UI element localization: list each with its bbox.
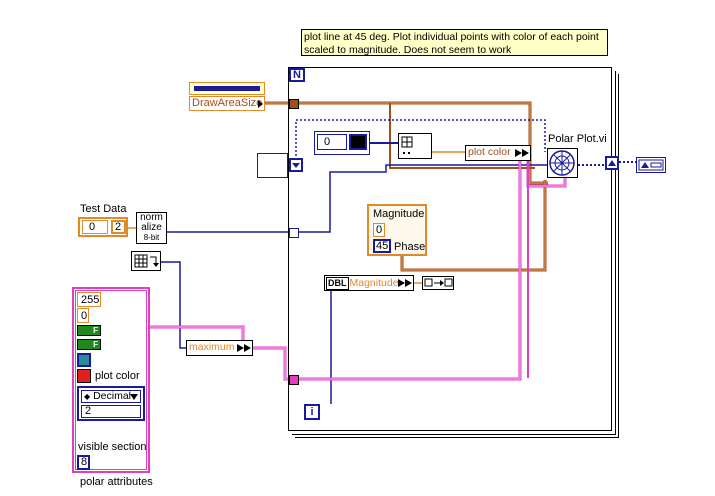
transpose-icon xyxy=(134,254,159,268)
build-array-node[interactable] xyxy=(398,133,432,159)
empty-control[interactable] xyxy=(257,153,288,178)
polar-attr-value-1-text: 255 xyxy=(81,294,100,306)
polar-attr-bool-2-text: F xyxy=(93,340,98,349)
draw-area-size-constant[interactable]: DrawAreaSize xyxy=(189,82,265,112)
polar-plot-icon xyxy=(549,150,575,176)
test-data-value: 2 xyxy=(115,221,122,233)
normalize-8bit-vi[interactable]: norm alize 8-bit xyxy=(136,212,167,244)
right-arrow-icon xyxy=(258,100,263,108)
comment-line-2: scaled to magnitude. Does not seem to wo… xyxy=(304,44,512,56)
picture-indicator-icon xyxy=(638,159,664,171)
magnitude-cluster-title: Magnitude xyxy=(373,208,425,220)
draw-area-bar xyxy=(189,82,265,95)
loop-count-terminal[interactable]: N xyxy=(289,68,305,82)
tunnel-down-arrow-icon xyxy=(292,163,300,168)
normalize-line-3: 8-bit xyxy=(143,233,160,242)
wire-transpose xyxy=(160,261,186,349)
tunnel-draw-area[interactable] xyxy=(289,99,299,109)
polar-attr-color-swatch-teal[interactable] xyxy=(77,353,91,367)
build-array-icon xyxy=(401,136,413,154)
precision-value: 2 xyxy=(85,405,92,417)
diagram-comment: plot line at 45 deg. Plot individual poi… xyxy=(301,29,608,56)
test-data-label: Test Data xyxy=(80,203,127,215)
visible-section-label: visible section xyxy=(78,441,147,453)
wire-draw-area-branch xyxy=(389,103,535,169)
tunnel-normalize[interactable] xyxy=(289,228,299,238)
draw-area-size-label: DrawAreaSize xyxy=(192,97,263,109)
transpose-array-node[interactable] xyxy=(131,251,161,271)
normalize-line-1: norm xyxy=(140,212,163,223)
format-value: Decimal xyxy=(93,390,132,402)
visible-section-value: 8 xyxy=(81,456,88,468)
array-constant[interactable]: 0 xyxy=(314,131,370,155)
unbundle-magnitude-label: Magnitude xyxy=(349,277,399,289)
bundle-arrow-icon xyxy=(515,149,529,157)
polar-attributes-caption: polar attributes xyxy=(80,476,153,488)
dbl-type-tag: DBL xyxy=(326,277,349,290)
bundle-plot-color-label: plot color xyxy=(468,146,511,158)
test-data-index[interactable]: 0 xyxy=(82,220,108,234)
polar-attr-value-2-text: 0 xyxy=(81,310,88,322)
unbundle-magnitude-arrow-icon xyxy=(398,279,412,287)
visible-section-field[interactable]: 8 xyxy=(77,455,90,470)
magnitude-phase-cluster[interactable]: Magnitude 0 45 Phase xyxy=(367,204,427,256)
draw-area-bar-fill xyxy=(194,86,260,91)
wire-normalize xyxy=(167,164,550,233)
normalize-line-2: alize xyxy=(141,222,162,233)
chevron-down-icon xyxy=(130,394,138,400)
unbundle-maximum-label: maximum xyxy=(189,341,235,353)
phase-value: 45 xyxy=(376,240,389,252)
array-element xyxy=(349,134,367,150)
polar-attr-bool-1[interactable]: F xyxy=(77,325,101,336)
tunnel-up-arrow-icon xyxy=(608,160,616,166)
number-to-color-node[interactable] xyxy=(422,276,454,290)
tunnel-blue-in[interactable] xyxy=(289,158,303,172)
loop-index-label: i xyxy=(310,406,314,418)
test-data-array[interactable]: 0 2 xyxy=(78,217,128,237)
polar-attributes-cluster[interactable]: 255 0 F F plot color ◆ Decimal 2 visible… xyxy=(72,287,150,473)
polar-attr-plot-color-label: plot color xyxy=(95,370,140,382)
precision-field[interactable]: 2 xyxy=(81,405,141,418)
polar-plot-label: Polar Plot.vi xyxy=(548,133,607,145)
tunnel-blue-out[interactable] xyxy=(605,156,619,170)
test-data-index-value: 0 xyxy=(89,221,96,233)
polar-attr-inner xyxy=(75,290,147,470)
polar-attr-value-1[interactable]: 255 xyxy=(77,292,101,307)
picture-indicator[interactable] xyxy=(636,157,666,173)
unbundle-arrow-icon xyxy=(237,344,251,352)
number-to-color-icon xyxy=(424,278,453,287)
polar-attr-bool-1-text: F xyxy=(93,326,98,335)
unbundle-maximum[interactable]: maximum xyxy=(186,340,253,356)
array-index[interactable]: 0 xyxy=(317,134,347,150)
test-data-element[interactable]: 2 xyxy=(111,220,126,234)
magnitude-value-field[interactable]: 0 xyxy=(373,223,385,237)
array-index-value: 0 xyxy=(324,136,331,148)
polar-attr-format-cluster[interactable]: ◆ Decimal 2 xyxy=(77,386,145,421)
loop-index-terminal[interactable]: i xyxy=(304,404,320,420)
polar-attr-bool-2[interactable]: F xyxy=(77,339,101,350)
magnitude-value: 0 xyxy=(376,224,383,236)
polar-attr-value-2[interactable]: 0 xyxy=(77,308,89,323)
draw-area-size-label-box: DrawAreaSize xyxy=(189,96,265,111)
wire-blue-top xyxy=(295,119,546,160)
loop-count-label: N xyxy=(293,69,301,81)
bundle-by-name-plot-color[interactable]: plot color xyxy=(465,145,531,161)
comment-line-1: plot line at 45 deg. Plot individual poi… xyxy=(304,31,599,43)
format-updown-icon: ◆ xyxy=(84,392,91,401)
polar-attr-color-swatch-red[interactable] xyxy=(77,369,91,383)
tunnel-pink[interactable] xyxy=(289,375,299,385)
phase-label: Phase xyxy=(394,241,426,253)
phase-value-field[interactable]: 45 xyxy=(373,239,391,253)
format-ring[interactable]: ◆ Decimal xyxy=(81,390,141,403)
for-loop-frame[interactable] xyxy=(288,67,612,431)
polar-plot-vi[interactable] xyxy=(547,148,578,178)
